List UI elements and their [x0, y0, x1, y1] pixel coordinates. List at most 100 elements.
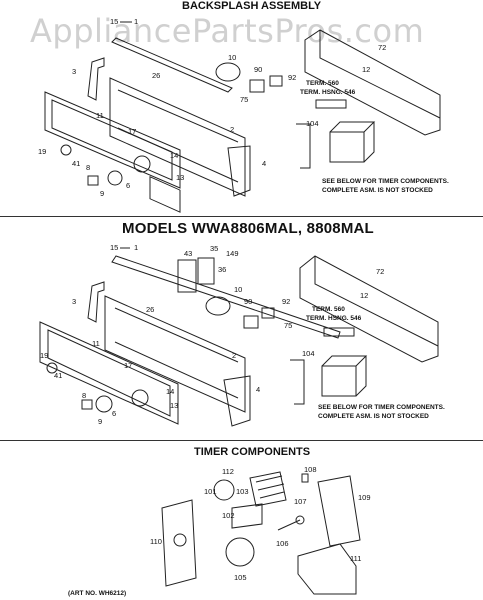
- switch-90-mid: [243, 315, 259, 329]
- callout-41-top: 41: [72, 159, 81, 168]
- front-panel-top: [44, 91, 181, 189]
- dial-mid: [131, 389, 149, 407]
- callout-75-mid: 75: [284, 321, 293, 330]
- callout-17-top: 17: [128, 127, 137, 136]
- callout-104-mid: 104: [302, 349, 315, 358]
- models-title: MODELS WWA8806MAL, 8808MAL: [122, 220, 374, 237]
- callout-41-mid: 41: [54, 371, 63, 380]
- callout-92-top: 92: [288, 73, 297, 82]
- callout-12-top: 12: [362, 65, 371, 74]
- backsplash-panel-mid: [104, 295, 246, 413]
- callout-3-mid: 3: [72, 297, 77, 306]
- front-panel-mid: [39, 321, 179, 425]
- switch-92-top: [269, 75, 283, 87]
- art-number: (ART NO. WH6212): [68, 590, 127, 597]
- callout-43-mid: 43: [184, 249, 193, 258]
- end-bracket-left-top: [87, 57, 105, 101]
- panel-window-top: [149, 176, 181, 213]
- callout-11-top: 11: [96, 111, 104, 120]
- knob-9-top: [107, 170, 123, 186]
- callout-6-mid: 6: [112, 409, 117, 418]
- section-divider-top: [0, 216, 483, 217]
- callout-72-mid: 72: [376, 267, 385, 276]
- callout-9-top: 9: [100, 189, 105, 198]
- callout-6-top: 6: [126, 181, 131, 190]
- callout-35-mid: 35: [210, 244, 219, 253]
- timer-components-title: TIMER COMPONENTS: [194, 446, 311, 458]
- callout-75-top: 75: [240, 95, 249, 104]
- timer-block-top: [329, 131, 365, 163]
- callout-10-top: 10: [228, 53, 237, 62]
- terminal-strip-top: [315, 99, 347, 109]
- callout-10-mid: 10: [234, 285, 243, 294]
- term-560-mid: TERM. 560: [312, 306, 345, 313]
- callout-105: 105: [234, 573, 247, 582]
- callout-2-top: 2: [230, 125, 235, 134]
- callout-9-mid: 9: [98, 417, 103, 426]
- callout-19-mid: 19: [40, 351, 49, 360]
- callout-108: 108: [304, 465, 317, 474]
- switch-10-mid: [205, 296, 231, 316]
- callout-110: 110: [150, 537, 162, 546]
- watermark: AppliancePartsPros.com: [30, 12, 425, 50]
- timer-cover-111: [297, 543, 357, 595]
- bracket-36-mid: [197, 257, 215, 285]
- callout-14-mid: 14: [166, 387, 175, 396]
- switch-10-top: [215, 62, 241, 82]
- callout-106: 106: [276, 539, 289, 548]
- callout-3-top: 3: [72, 67, 77, 76]
- callout-107: 107: [294, 497, 307, 506]
- end-cap-top: [227, 145, 251, 197]
- callout-17-mid: 17: [124, 361, 133, 370]
- callout-8-mid: 8: [82, 391, 87, 400]
- callout-1-mid: 1: [134, 243, 139, 252]
- timer-cam-101: [213, 479, 235, 501]
- timer-part-108: [301, 473, 309, 483]
- timer-cam-stack-102: [231, 503, 263, 529]
- callout-72-top: 72: [378, 43, 387, 52]
- see-below-note-mid-line1: SEE BELOW FOR TIMER COMPONENTS.: [318, 404, 445, 411]
- callout-26-top: 26: [152, 71, 161, 80]
- callout-13-mid: 13: [170, 401, 179, 410]
- callout-14-top: 14: [170, 151, 179, 160]
- switch-92-mid: [261, 307, 275, 319]
- backsplash-assembly-title: BACKSPLASH ASSEMBLY: [182, 0, 322, 12]
- timer-motor-105: [225, 537, 255, 567]
- callout-13-top: 13: [176, 173, 185, 182]
- timer-bracket-109: [317, 475, 361, 547]
- callout-111: 111: [350, 554, 362, 563]
- backsplash-panel-top: [109, 77, 246, 197]
- see-below-note-top-line1: SEE BELOW FOR TIMER COMPONENTS.: [322, 178, 449, 185]
- callout-15-mid: 15: [110, 243, 119, 252]
- callout-90-top: 90: [254, 65, 263, 74]
- switch-90-top: [249, 79, 265, 93]
- callout-26-mid: 26: [146, 305, 155, 314]
- callout-104-top: 104: [306, 119, 319, 128]
- term-560-top: TERM. 560: [306, 80, 339, 87]
- callout-92-mid: 92: [282, 297, 291, 306]
- callout-112: 112: [222, 467, 234, 476]
- bracket-43-mid: [177, 259, 197, 293]
- knob-9-mid: [95, 395, 113, 413]
- see-below-note-top-line2: COMPLETE ASM. IS NOT STOCKED: [322, 187, 433, 194]
- callout-103: 103: [236, 487, 249, 496]
- trim-strip-top: [111, 37, 233, 93]
- callout-2-mid: 2: [232, 351, 237, 360]
- dial-top: [133, 155, 151, 173]
- callout-15-top: 15: [110, 17, 119, 26]
- term-hsng-546-mid: TERM. HSNG. 546: [306, 315, 362, 322]
- callout-12-mid: 12: [360, 291, 369, 300]
- callout-11-mid: 11: [92, 339, 100, 348]
- callout-149-mid: 149: [226, 249, 239, 258]
- callout-36-mid: 36: [218, 265, 227, 274]
- knob-19-mid: [46, 362, 58, 374]
- callout-1-top: 1: [134, 17, 139, 26]
- bracket-104-mid: [290, 359, 305, 405]
- callout-4-top: 4: [262, 159, 267, 168]
- trim-strip-mid: [111, 255, 341, 339]
- callout-109: 109: [358, 493, 371, 502]
- bracket-104-top: [296, 123, 311, 169]
- timer-contacts-103: [249, 471, 287, 507]
- callout-90-mid: 90: [244, 297, 253, 306]
